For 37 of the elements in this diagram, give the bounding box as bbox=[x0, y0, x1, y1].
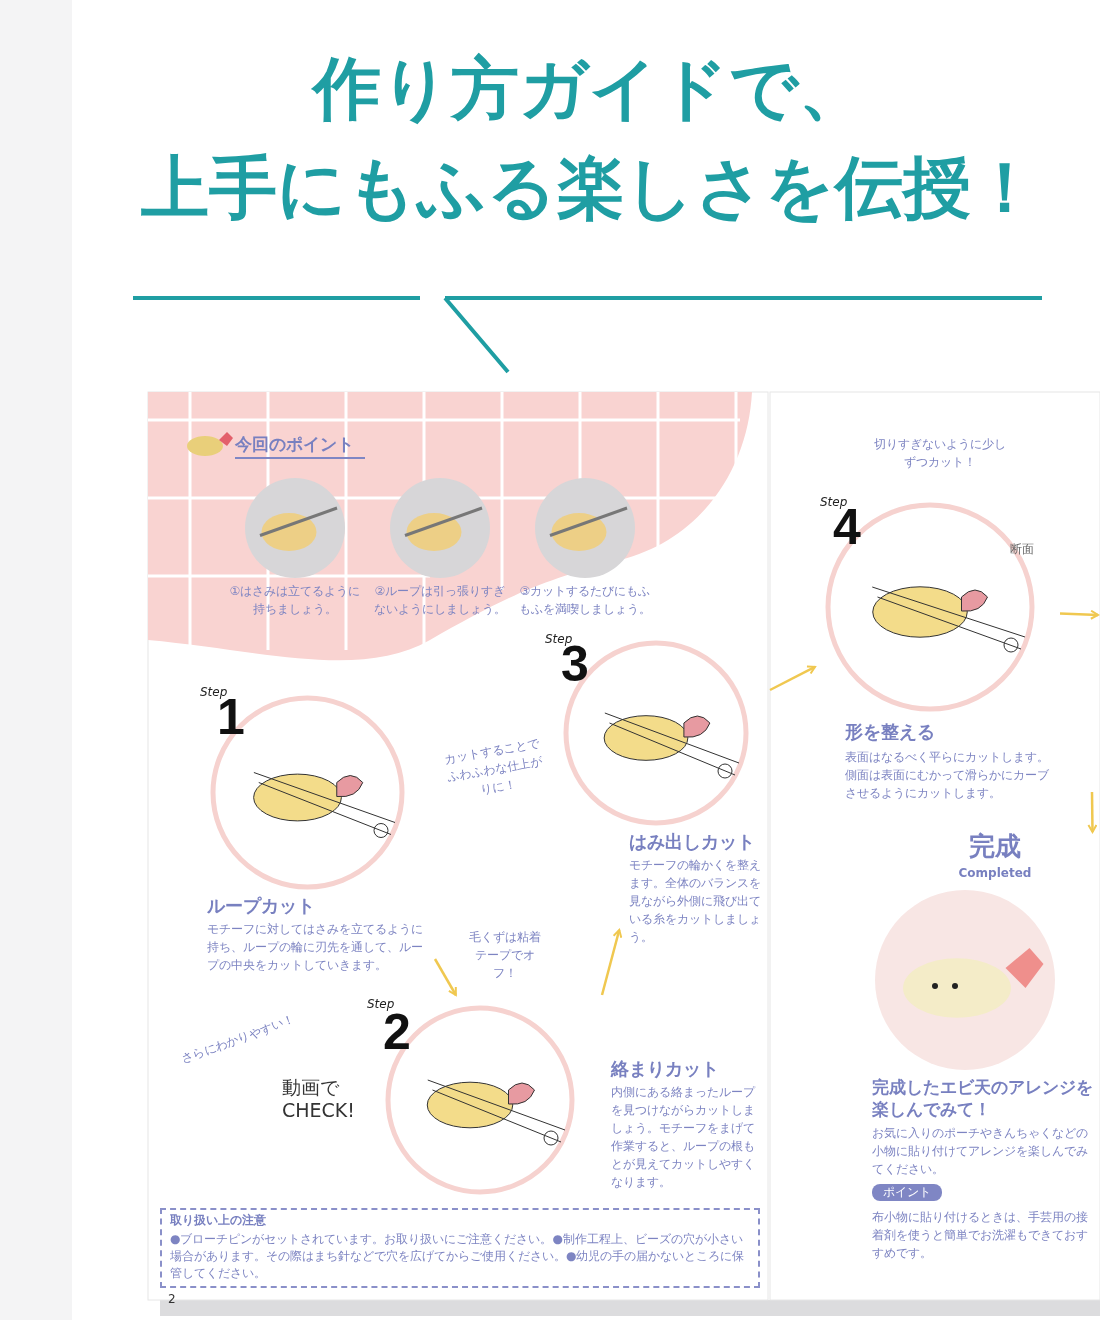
arrow bbox=[769, 665, 816, 692]
arrow bbox=[433, 958, 457, 996]
subheading: Completed bbox=[957, 866, 1033, 882]
arrow bbox=[600, 929, 623, 996]
title: 作り方ガイドで、上手にもふる楽しさを伝授！ bbox=[140, 48, 1040, 229]
section-label: 断面 bbox=[1010, 541, 1035, 558]
point-label: ②ループは引っ張りすぎないようにしましょう。 bbox=[373, 583, 507, 618]
handwritten-note: さらにわかりやすい！ bbox=[178, 1010, 298, 1068]
description: 布小物に貼り付けるときは、手芸用の接着剤を使うと簡単でお洗濯もできておすすめです。 bbox=[872, 1209, 1089, 1262]
video-caption: 動画でCHECK! bbox=[282, 1076, 356, 1122]
notice-box bbox=[160, 1208, 760, 1288]
step-heading: ループカット bbox=[207, 894, 316, 918]
callout-text: 毛くずは粘着テープでオフ！ bbox=[468, 929, 542, 982]
step-description: 表面はなるべく平らにカットします。側面は表面にむかって滑らかにカーブさせるようにカットします。 bbox=[845, 749, 1050, 802]
point-badge: ポイント bbox=[872, 1184, 942, 1201]
step-description: モチーフの輪かくを整えます。全体のバランスを見ながら外側に飛び出ている糸をカットしましょう。 bbox=[629, 857, 762, 946]
step-label: Step bbox=[820, 494, 849, 509]
step-heading: はみ出しカット bbox=[629, 830, 756, 854]
step-description: モチーフに対してはさみを立てるように持ち、ループの輪に刃先を通して、ループの中央をカットしていきます。 bbox=[207, 921, 424, 974]
section-heading: 今回のポイント bbox=[235, 433, 365, 459]
point-label: ③カットするたびにもふもふを満喫しましょう。 bbox=[518, 583, 652, 618]
step-label: Step bbox=[545, 631, 573, 646]
step-heading: 絡まりカット bbox=[611, 1057, 720, 1081]
step-description: 内側にある絡まったループを見つけながらカットしましょう。モチーフをまげて作業すると、ループの根もとが見えてカットしやすくなります。 bbox=[611, 1084, 757, 1191]
notice-text: ●ブローチピンがセットされています。お取り扱いにご注意ください。●制作工程上、ビーズの穴が小さい場合があります。その際はまち針などで穴を広げてからご使用ください。●幼児の手の届かないところに保管してください。 bbox=[170, 1231, 746, 1282]
point-label: ①はさみは立てるように持ちましょう。 bbox=[228, 583, 362, 618]
callout-text: 切りすぎないように少しずつカット！ bbox=[873, 436, 1007, 471]
finished-heading: 完成 bbox=[968, 830, 1022, 863]
page-number: 2 bbox=[168, 1291, 177, 1308]
arrow bbox=[1059, 609, 1099, 620]
section-heading: 完成したエビ天のアレンジを楽しんでみて！ bbox=[872, 1076, 1094, 1121]
callout-text: カットすることでふわふわな仕上がりに！ bbox=[442, 735, 545, 799]
arrow bbox=[1087, 792, 1098, 833]
description: お気に入りのポーチやきんちゃくなどの小物に貼り付けてアレンジを楽しんでみてください。 bbox=[872, 1125, 1089, 1178]
notice-heading: 取り扱い上の注意 bbox=[170, 1213, 267, 1229]
step-heading: 形を整える bbox=[845, 720, 936, 744]
step-label: Step bbox=[200, 684, 229, 699]
